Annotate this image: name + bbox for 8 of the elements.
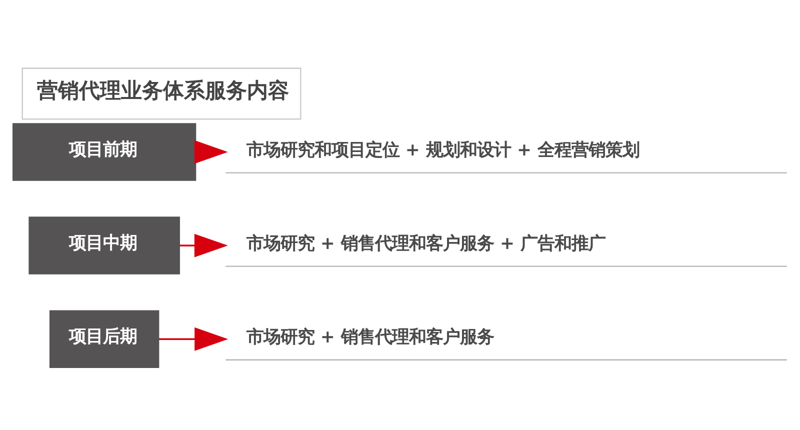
- node-text: 市场研究 + 销售代理和客户服务 + 广告和推广: [246, 233, 606, 254]
- node-text: 市场研究和项目定位 + 规划和设计 + 全程营销策划: [246, 140, 640, 160]
- arrow: [180, 233, 228, 257]
- node-box: 项目中期: [28, 216, 180, 274]
- node-box: 项目后期: [49, 310, 160, 368]
- diagram-title: 营销代理业务体系服务内容: [36, 78, 289, 102]
- arrow: [158, 326, 228, 350]
- node-text: 市场研究 + 销售代理和客户服务: [246, 327, 494, 348]
